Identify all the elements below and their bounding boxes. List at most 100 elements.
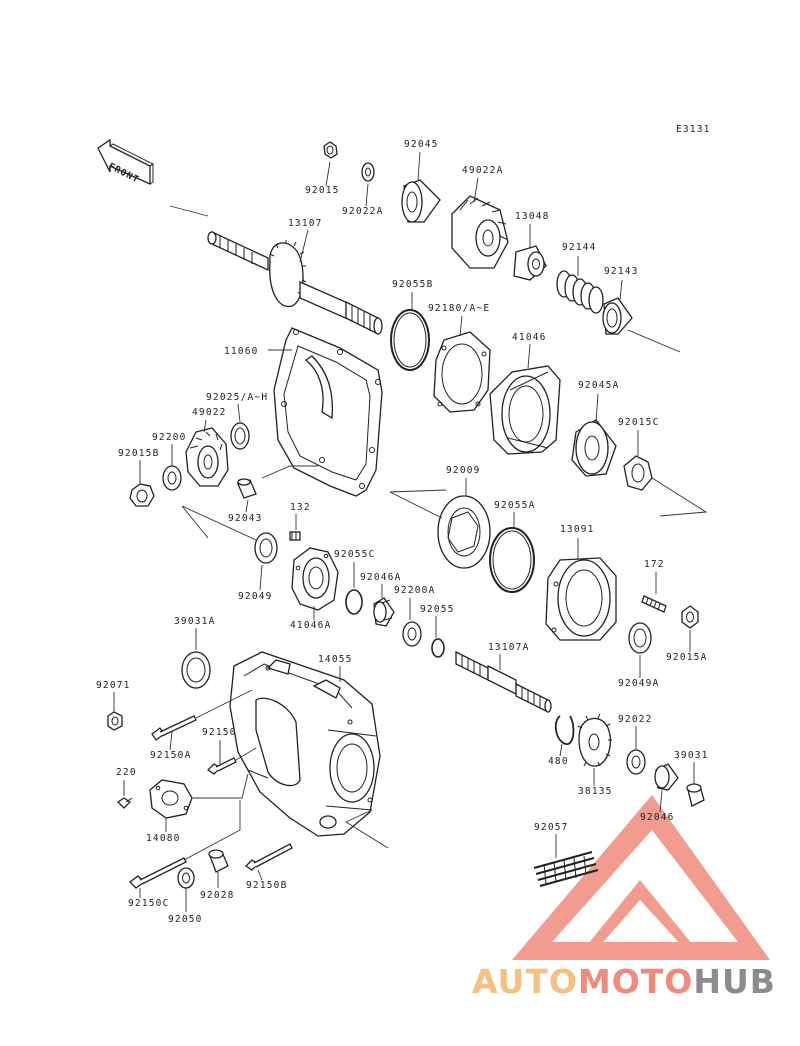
label-172: 172 xyxy=(644,559,665,570)
part-92028-collar xyxy=(208,849,229,873)
part-92150C-bolt xyxy=(129,800,241,889)
label-39031: 39031 xyxy=(674,750,709,761)
label-92022A: 92022A xyxy=(342,206,384,217)
label-92055B: 92055B xyxy=(392,279,434,290)
part-92045A-bearing xyxy=(571,419,617,477)
label-41046: 41046 xyxy=(512,332,547,343)
part-41046A-housing xyxy=(291,547,339,611)
part-132-bolt xyxy=(289,531,301,541)
part-92144-spring xyxy=(556,270,604,314)
part-14080-cover xyxy=(149,779,193,819)
part-92015C-nut xyxy=(623,455,653,491)
part-92043-pin xyxy=(237,478,257,499)
label-92150A: 92150A xyxy=(150,750,192,761)
part-92050-washer xyxy=(177,867,195,889)
part-92009-seal xyxy=(437,495,491,569)
part-92180-shim xyxy=(433,331,491,413)
logo-part-moto: MOTO xyxy=(577,962,694,1001)
part-92045-bearing xyxy=(401,179,441,223)
label-92150: 92150 xyxy=(202,727,237,738)
label-92009: 92009 xyxy=(446,465,481,476)
front-arrow-icon: FRONT xyxy=(97,138,154,186)
part-92200A-washer xyxy=(402,621,422,647)
label-92015C: 92015C xyxy=(618,417,660,428)
label-13107A: 13107A xyxy=(488,642,530,653)
label-92200: 92200 xyxy=(152,432,187,443)
part-92071-nut xyxy=(107,711,123,731)
label-14055: 14055 xyxy=(318,654,353,665)
part-92049A-seal xyxy=(628,622,652,654)
part-92055-o-ring xyxy=(431,638,445,658)
label-13107: 13107 xyxy=(288,218,323,229)
part-172-stud xyxy=(641,595,667,613)
label-49022: 49022 xyxy=(192,407,227,418)
part-92057-bolt-set xyxy=(533,851,599,887)
watermark-logo: AUTOMOTOHUB xyxy=(472,962,776,1001)
part-38135-gear xyxy=(577,713,612,767)
label-92015A: 92015A xyxy=(666,652,708,663)
part-13048-coupling xyxy=(513,245,547,281)
label-92015: 92015 xyxy=(305,185,340,196)
label-92055: 92055 xyxy=(420,604,455,615)
label-92028: 92028 xyxy=(200,890,235,901)
label-92143: 92143 xyxy=(604,266,639,277)
label-49022A: 49022A xyxy=(462,165,504,176)
axis-line xyxy=(169,205,209,217)
label-92071: 92071 xyxy=(96,680,131,691)
label-92046A: 92046A xyxy=(360,572,402,583)
label-132: 132 xyxy=(290,502,311,513)
part-39031A-seal xyxy=(181,651,211,689)
part-92200-washer xyxy=(162,465,182,491)
label-92045A: 92045A xyxy=(578,380,620,391)
part-41046-housing xyxy=(489,365,561,455)
label-220: 220 xyxy=(116,767,137,778)
label-41046A: 41046A xyxy=(290,620,332,631)
label-480: 480 xyxy=(548,756,569,767)
label-92049A: 92049A xyxy=(618,678,660,689)
logo-part-hub: HUB xyxy=(693,962,776,1001)
label-92022: 92022 xyxy=(618,714,653,725)
logo-part-auto: AUTO xyxy=(472,962,578,1001)
part-92022A-washer xyxy=(361,162,375,182)
label-38135: 38135 xyxy=(578,786,613,797)
label-92057: 92057 xyxy=(534,822,569,833)
part-49022A-bevel-gear xyxy=(451,195,509,269)
part-49022-bevel-gear xyxy=(185,427,229,487)
part-39031-spacer xyxy=(686,783,705,807)
label-14080: 14080 xyxy=(146,833,181,844)
part-92150B-bolt xyxy=(244,843,293,871)
label-13091: 13091 xyxy=(560,524,595,535)
part-92025-shim xyxy=(230,422,250,450)
label-92150C: 92150C xyxy=(128,898,170,909)
diagram-code: E3131 xyxy=(676,124,711,135)
part-92143-collar xyxy=(602,297,633,335)
axis-line xyxy=(627,329,681,353)
label-11060: 11060 xyxy=(224,346,259,357)
part-11060-gasket xyxy=(273,327,383,497)
part-13107A-shaft xyxy=(455,650,552,714)
part-92046-bearing xyxy=(654,763,679,791)
label-92180: 92180/A~E xyxy=(428,303,490,314)
watermark-triangle-icon xyxy=(512,795,770,960)
part-92055C-o-ring xyxy=(345,589,363,615)
part-92015A-nut xyxy=(681,605,699,629)
part-92015-nut xyxy=(323,141,338,159)
part-92150A-bolt xyxy=(151,689,253,741)
label-39031A: 39031A xyxy=(174,616,216,627)
label-92055C: 92055C xyxy=(334,549,376,560)
part-92055B-o-ring xyxy=(390,309,430,371)
label-92049: 92049 xyxy=(238,591,273,602)
part-480-circlip xyxy=(554,715,575,745)
part-92150-bolt xyxy=(206,747,257,775)
label-92144: 92144 xyxy=(562,242,597,253)
label-13048: 13048 xyxy=(515,211,550,222)
label-92150B: 92150B xyxy=(246,880,288,891)
part-220-bolt xyxy=(116,797,133,809)
label-92025: 92025/A~H xyxy=(206,392,268,403)
label-92043: 92043 xyxy=(228,513,263,524)
label-92050: 92050 xyxy=(168,914,203,925)
label-92015B: 92015B xyxy=(118,448,160,459)
part-92046A-bearing xyxy=(373,597,395,627)
label-92200A: 92200A xyxy=(394,585,436,596)
